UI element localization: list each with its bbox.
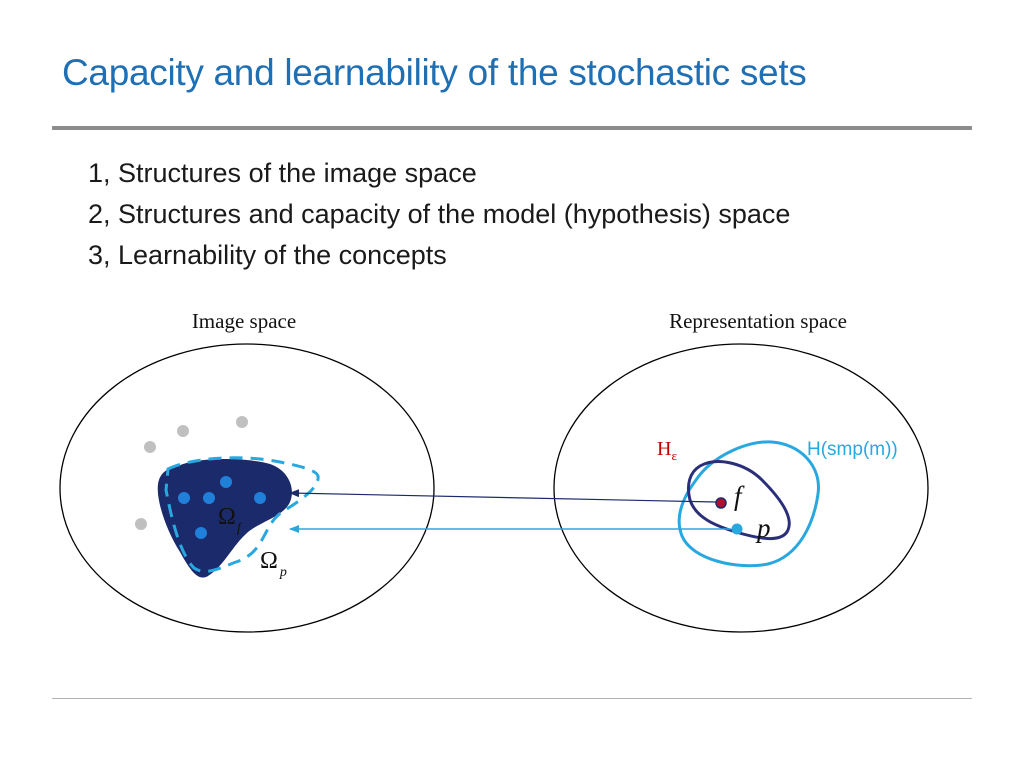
outer-sample-point [135, 518, 147, 530]
h-epsilon-label: Hε [657, 438, 677, 463]
representation-space-ellipse [553, 343, 929, 633]
f-point [715, 497, 727, 509]
image-space-label: Image space [192, 309, 296, 333]
slide-title: Capacity and learnability of the stochas… [62, 52, 807, 93]
bullet-item-3: 3, Learnability of the concepts [88, 240, 447, 270]
inner-sample-point [178, 492, 190, 504]
outer-sample-point [177, 425, 189, 437]
bullet-list: 1, Structures of the image space 2, Stru… [88, 153, 790, 276]
inner-sample-point [203, 492, 215, 504]
bullet-item-2: 2, Structures and capacity of the model … [88, 199, 791, 229]
inner-sample-point [220, 476, 232, 488]
image-space-ellipse [59, 343, 435, 633]
omega-f-label: Ωf [218, 504, 243, 536]
p-label: p [755, 513, 771, 543]
p-point [731, 523, 743, 535]
title-divider [52, 126, 972, 130]
bullet-item-1: 1, Structures of the image space [88, 158, 477, 188]
inner-sample-point [254, 492, 266, 504]
h-epsilon-curve [686, 460, 791, 540]
omega-f-region [157, 459, 292, 578]
h-smp-curve [677, 440, 820, 568]
representation-space-label: Representation space [669, 309, 847, 333]
f-label: f [734, 481, 745, 511]
omega-p-boundary [164, 456, 320, 573]
outer-sample-point [144, 441, 156, 453]
arrow-f-to-omega-f [289, 489, 717, 503]
inner-sample-point [195, 527, 207, 539]
footer-divider [52, 698, 972, 699]
outer-sample-point [236, 416, 248, 428]
h-smp-label: H(smp(m)) [807, 439, 898, 460]
